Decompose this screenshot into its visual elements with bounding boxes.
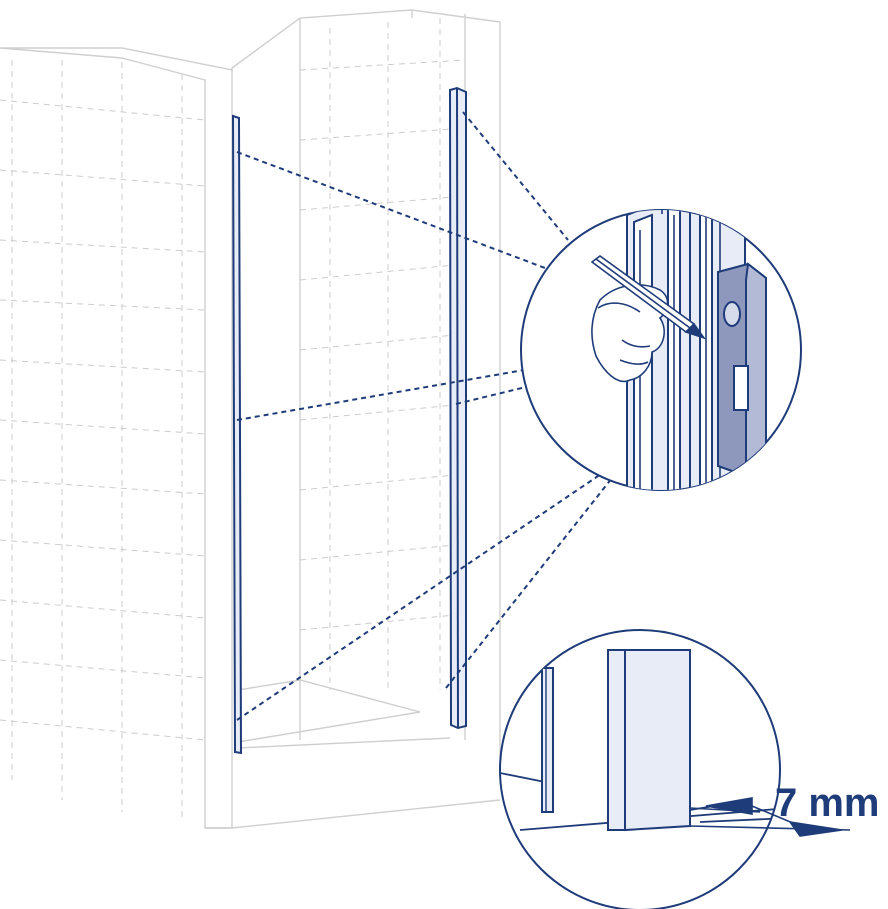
mounting-bracket (717, 262, 767, 478)
hand-holding-pencil (591, 284, 669, 383)
wall-tile-grid (0, 18, 466, 822)
detail-circle-clearance (499, 629, 781, 909)
leader-lines (236, 111, 613, 721)
clearance-dimension-arrows (689, 797, 851, 837)
detail-circle-marking (520, 209, 802, 491)
wall-enclosure (0, 9, 501, 829)
marking-pencil (590, 255, 707, 340)
clearance-dimension-label: 7 mm (775, 781, 880, 825)
left-wall-profile (231, 114, 243, 755)
right-wall-profile (448, 86, 467, 730)
